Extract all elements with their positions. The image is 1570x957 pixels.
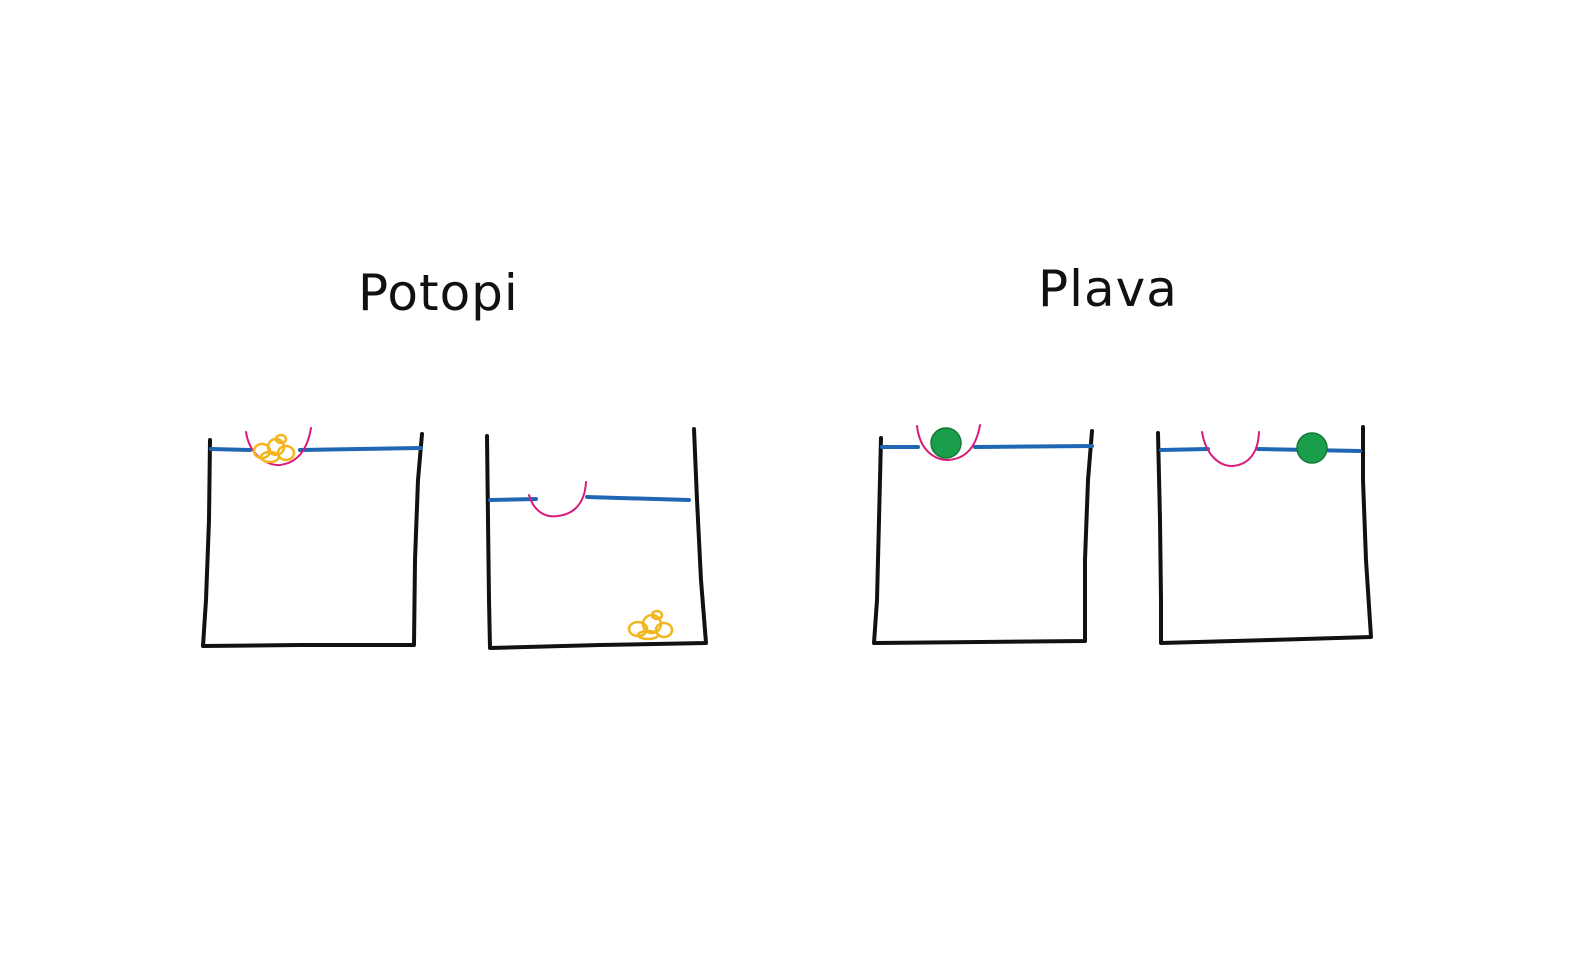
boat-hull	[1201, 431, 1260, 468]
clay-lump-icon	[252, 433, 296, 464]
ball-icon	[1296, 432, 1328, 464]
title-sinks: Potopi	[358, 264, 519, 322]
clay-lump-icon	[627, 609, 674, 641]
boat-hull	[916, 424, 981, 462]
panel-sink-before	[201, 427, 424, 648]
water-line	[880, 444, 1094, 449]
container-outline	[485, 427, 708, 650]
ball-icon	[930, 427, 962, 459]
panel-float-after	[1156, 425, 1373, 645]
panel-float-before	[872, 424, 1094, 645]
container-outline	[201, 432, 424, 648]
panel-sink-after	[485, 427, 708, 650]
container-outline	[1156, 425, 1373, 645]
container-outline	[872, 429, 1094, 645]
title-floats: Plava	[1038, 260, 1178, 318]
water-line	[209, 446, 423, 452]
water-line	[1159, 447, 1362, 453]
boat-hull	[528, 481, 587, 518]
water-line	[488, 495, 691, 502]
